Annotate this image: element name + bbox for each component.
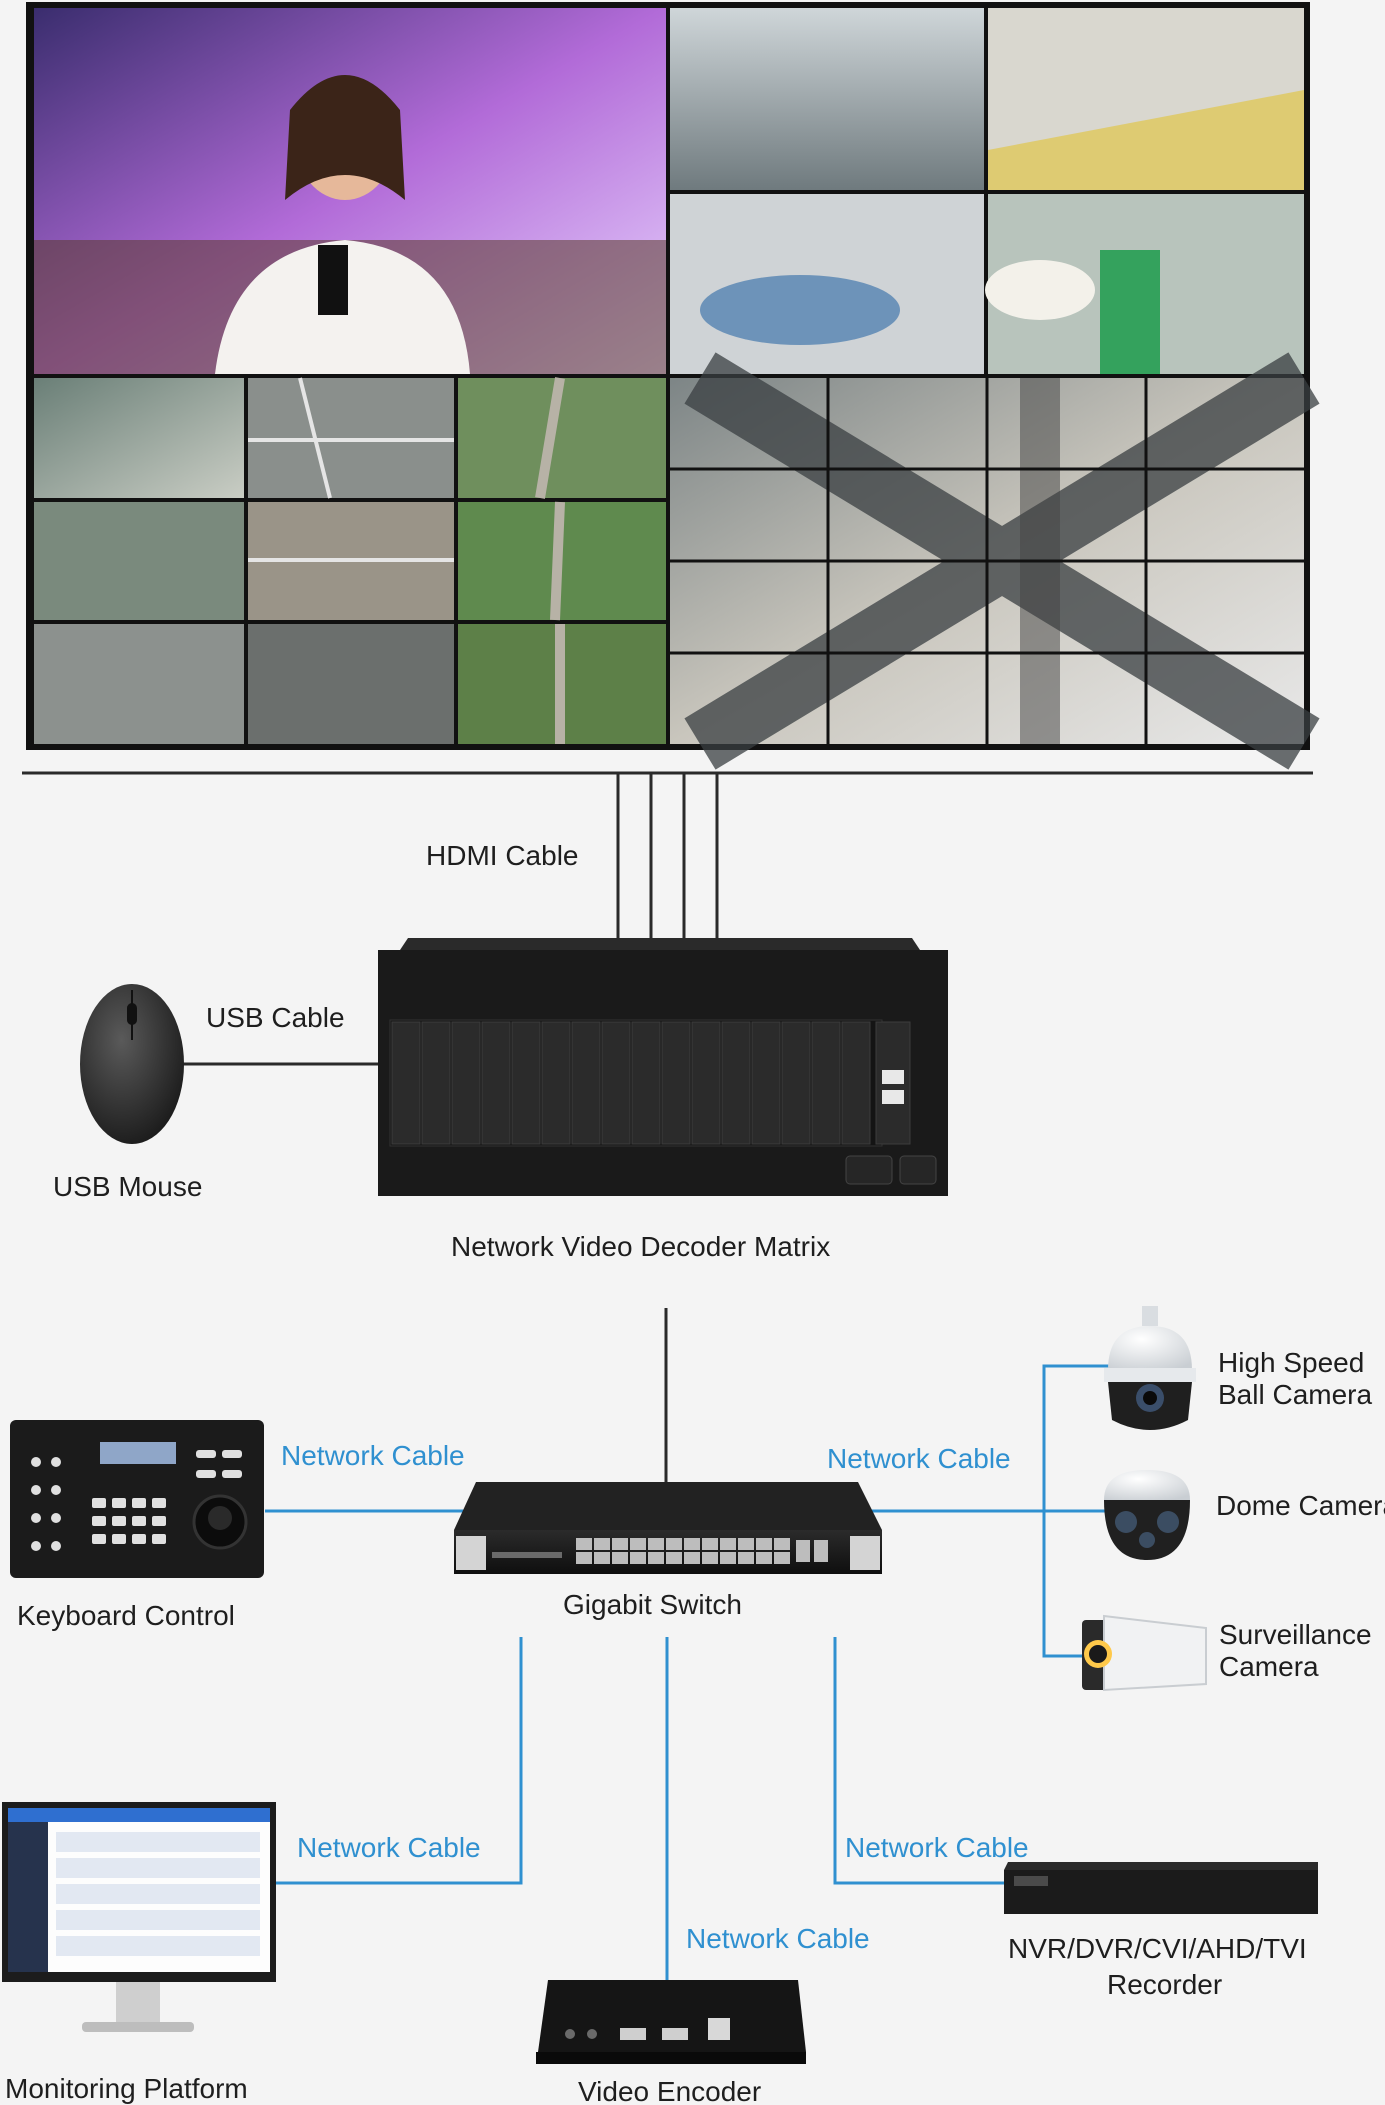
monitoring-wire [270,1637,523,1885]
network-cable-label-encoder: Network Cable [686,1923,870,1954]
gigabit-switch-label: Gigabit Switch [563,1589,742,1620]
high-speed-camera-label-1: High Speed [1218,1347,1364,1378]
surveillance-camera-label-1: Surveillance [1219,1619,1372,1650]
decoder-matrix-device [378,938,948,1196]
news-presenter [215,75,470,374]
ptz-keyboard-device [10,1420,264,1578]
network-switch-device [454,1482,882,1574]
dark-wires [22,771,1313,1490]
keyboard-control-label: Keyboard Control [17,1600,235,1631]
dome-camera-icon [1104,1470,1190,1560]
hdmi-cable-label: HDMI Cable [426,840,578,871]
monitor-icon [2,1802,276,2032]
bullet-camera-icon [1082,1614,1207,1692]
nvr-recorder-device [1004,1862,1318,1914]
network-cable-label-cameras: Network Cable [827,1443,1011,1474]
network-cable-label-monitoring: Network Cable [297,1832,481,1863]
surveillance-camera-label-2: Camera [1219,1651,1319,1682]
network-cable-label-recorder: Network Cable [845,1832,1029,1863]
ptz-camera-icon [1104,1306,1196,1430]
mouse-icon [80,984,184,1144]
decoder-matrix-label: Network Video Decoder Matrix [451,1231,830,1262]
network-cable-label-keyboard: Network Cable [281,1440,465,1471]
video-encoder-label: Video Encoder [578,2076,761,2105]
usb-mouse-label: USB Mouse [53,1171,202,1202]
video-wall-image [26,2,1320,770]
recorder-label-2: Recorder [1107,1969,1222,2000]
dome-camera-label: Dome Camera [1216,1490,1385,1521]
recorder-wire [833,1637,1006,1885]
usb-cable-label: USB Cable [206,1002,345,1033]
video-encoder-device [536,1980,806,2064]
traffic-tiles [34,377,666,744]
decoder-card-slots [391,1021,871,1145]
recorder-label-1: NVR/DVR/CVI/AHD/TVI [1008,1933,1307,1964]
parking-tile-1 [670,8,984,190]
high-speed-camera-label-2: Ball Camera [1218,1379,1372,1410]
switch-ports [576,1538,828,1564]
monitoring-platform-label: Monitoring Platform [5,2073,248,2104]
network-wires [265,1364,1114,1985]
